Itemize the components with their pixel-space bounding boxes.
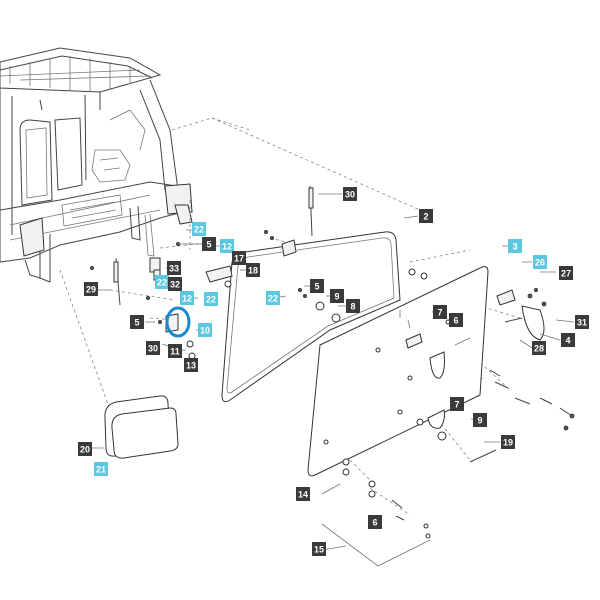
callout-2[interactable]: 2 [419, 209, 433, 223]
callout-17[interactable]: 17 [232, 251, 246, 265]
svg-text:18: 18 [248, 266, 258, 276]
highlight-ring [165, 306, 191, 338]
svg-text:5: 5 [314, 282, 319, 292]
svg-text:19: 19 [503, 438, 513, 448]
svg-text:13: 13 [186, 361, 196, 371]
svg-text:17: 17 [234, 254, 244, 264]
callout-27[interactable]: 27 [559, 266, 573, 280]
svg-text:29: 29 [86, 285, 96, 295]
svg-text:31: 31 [577, 318, 587, 328]
callout-18[interactable]: 18 [246, 263, 260, 277]
callout-30-top[interactable]: 30 [343, 187, 357, 201]
svg-text:9: 9 [477, 416, 482, 426]
svg-text:22: 22 [268, 294, 278, 304]
svg-text:22: 22 [194, 225, 204, 235]
svg-text:6: 6 [453, 316, 458, 326]
callout-29[interactable]: 29 [84, 282, 98, 296]
svg-text:4: 4 [565, 336, 570, 346]
svg-text:30: 30 [345, 190, 355, 200]
callout-15[interactable]: 15 [312, 542, 326, 556]
svg-text:33: 33 [169, 264, 179, 274]
svg-text:9: 9 [334, 292, 339, 302]
callout-9-a[interactable]: 9 [330, 289, 344, 303]
svg-text:5: 5 [206, 240, 211, 250]
callout-14[interactable]: 14 [296, 487, 310, 501]
svg-text:15: 15 [314, 545, 324, 555]
callout-22-b[interactable]: 22 [155, 275, 169, 289]
svg-text:22: 22 [157, 278, 167, 288]
callout-7-b[interactable]: 7 [450, 397, 464, 411]
callouts: 30 2 22 5 12 17 18 22 33 32 29 12 22 5 1… [78, 187, 589, 556]
callout-5-b[interactable]: 5 [130, 315, 144, 329]
callout-6-a[interactable]: 6 [449, 313, 463, 327]
callout-22-c[interactable]: 22 [204, 292, 218, 306]
svg-text:11: 11 [170, 347, 180, 357]
callout-30-bottom[interactable]: 30 [146, 341, 160, 355]
callout-7-a[interactable]: 7 [433, 305, 447, 319]
svg-text:22: 22 [206, 295, 216, 305]
svg-text:30: 30 [148, 344, 158, 354]
cab-frame [0, 47, 193, 283]
svg-text:12: 12 [182, 294, 192, 304]
callout-5-c[interactable]: 5 [310, 279, 324, 293]
svg-text:27: 27 [561, 269, 571, 279]
svg-text:7: 7 [454, 400, 459, 410]
svg-text:26: 26 [535, 258, 545, 268]
callout-22-d[interactable]: 22 [266, 291, 280, 305]
callout-19[interactable]: 19 [501, 435, 515, 449]
callout-11[interactable]: 11 [168, 344, 182, 358]
callout-26[interactable]: 26 [533, 255, 547, 269]
svg-text:21: 21 [96, 465, 106, 475]
callout-28[interactable]: 28 [532, 341, 546, 355]
callout-32[interactable]: 32 [168, 277, 182, 291]
callout-22-a[interactable]: 22 [192, 222, 206, 236]
callout-9-b[interactable]: 9 [473, 413, 487, 427]
callout-33[interactable]: 33 [167, 261, 181, 275]
callout-3[interactable]: 3 [508, 239, 522, 253]
svg-text:3: 3 [512, 242, 517, 252]
callout-13[interactable]: 13 [184, 358, 198, 372]
callout-12-b[interactable]: 12 [180, 291, 194, 305]
svg-text:2: 2 [423, 212, 428, 222]
svg-text:20: 20 [80, 445, 90, 455]
hardware-parts [90, 185, 575, 567]
svg-text:5: 5 [134, 318, 139, 328]
svg-text:32: 32 [170, 280, 180, 290]
svg-text:12: 12 [222, 242, 232, 252]
svg-text:8: 8 [350, 302, 355, 312]
callout-21[interactable]: 21 [94, 462, 108, 476]
side-window-panel [104, 395, 179, 459]
callout-20[interactable]: 20 [78, 442, 92, 456]
callout-8[interactable]: 8 [346, 299, 360, 313]
callout-10[interactable]: 10 [198, 323, 212, 337]
svg-text:6: 6 [372, 518, 377, 528]
callout-12-a[interactable]: 12 [220, 239, 234, 253]
svg-text:10: 10 [200, 326, 210, 336]
svg-text:14: 14 [298, 490, 308, 500]
callout-4[interactable]: 4 [561, 333, 575, 347]
callout-6-b[interactable]: 6 [368, 515, 382, 529]
callout-31[interactable]: 31 [575, 315, 589, 329]
svg-text:28: 28 [534, 344, 544, 354]
callout-5-a[interactable]: 5 [202, 237, 216, 251]
svg-text:7: 7 [437, 308, 442, 318]
